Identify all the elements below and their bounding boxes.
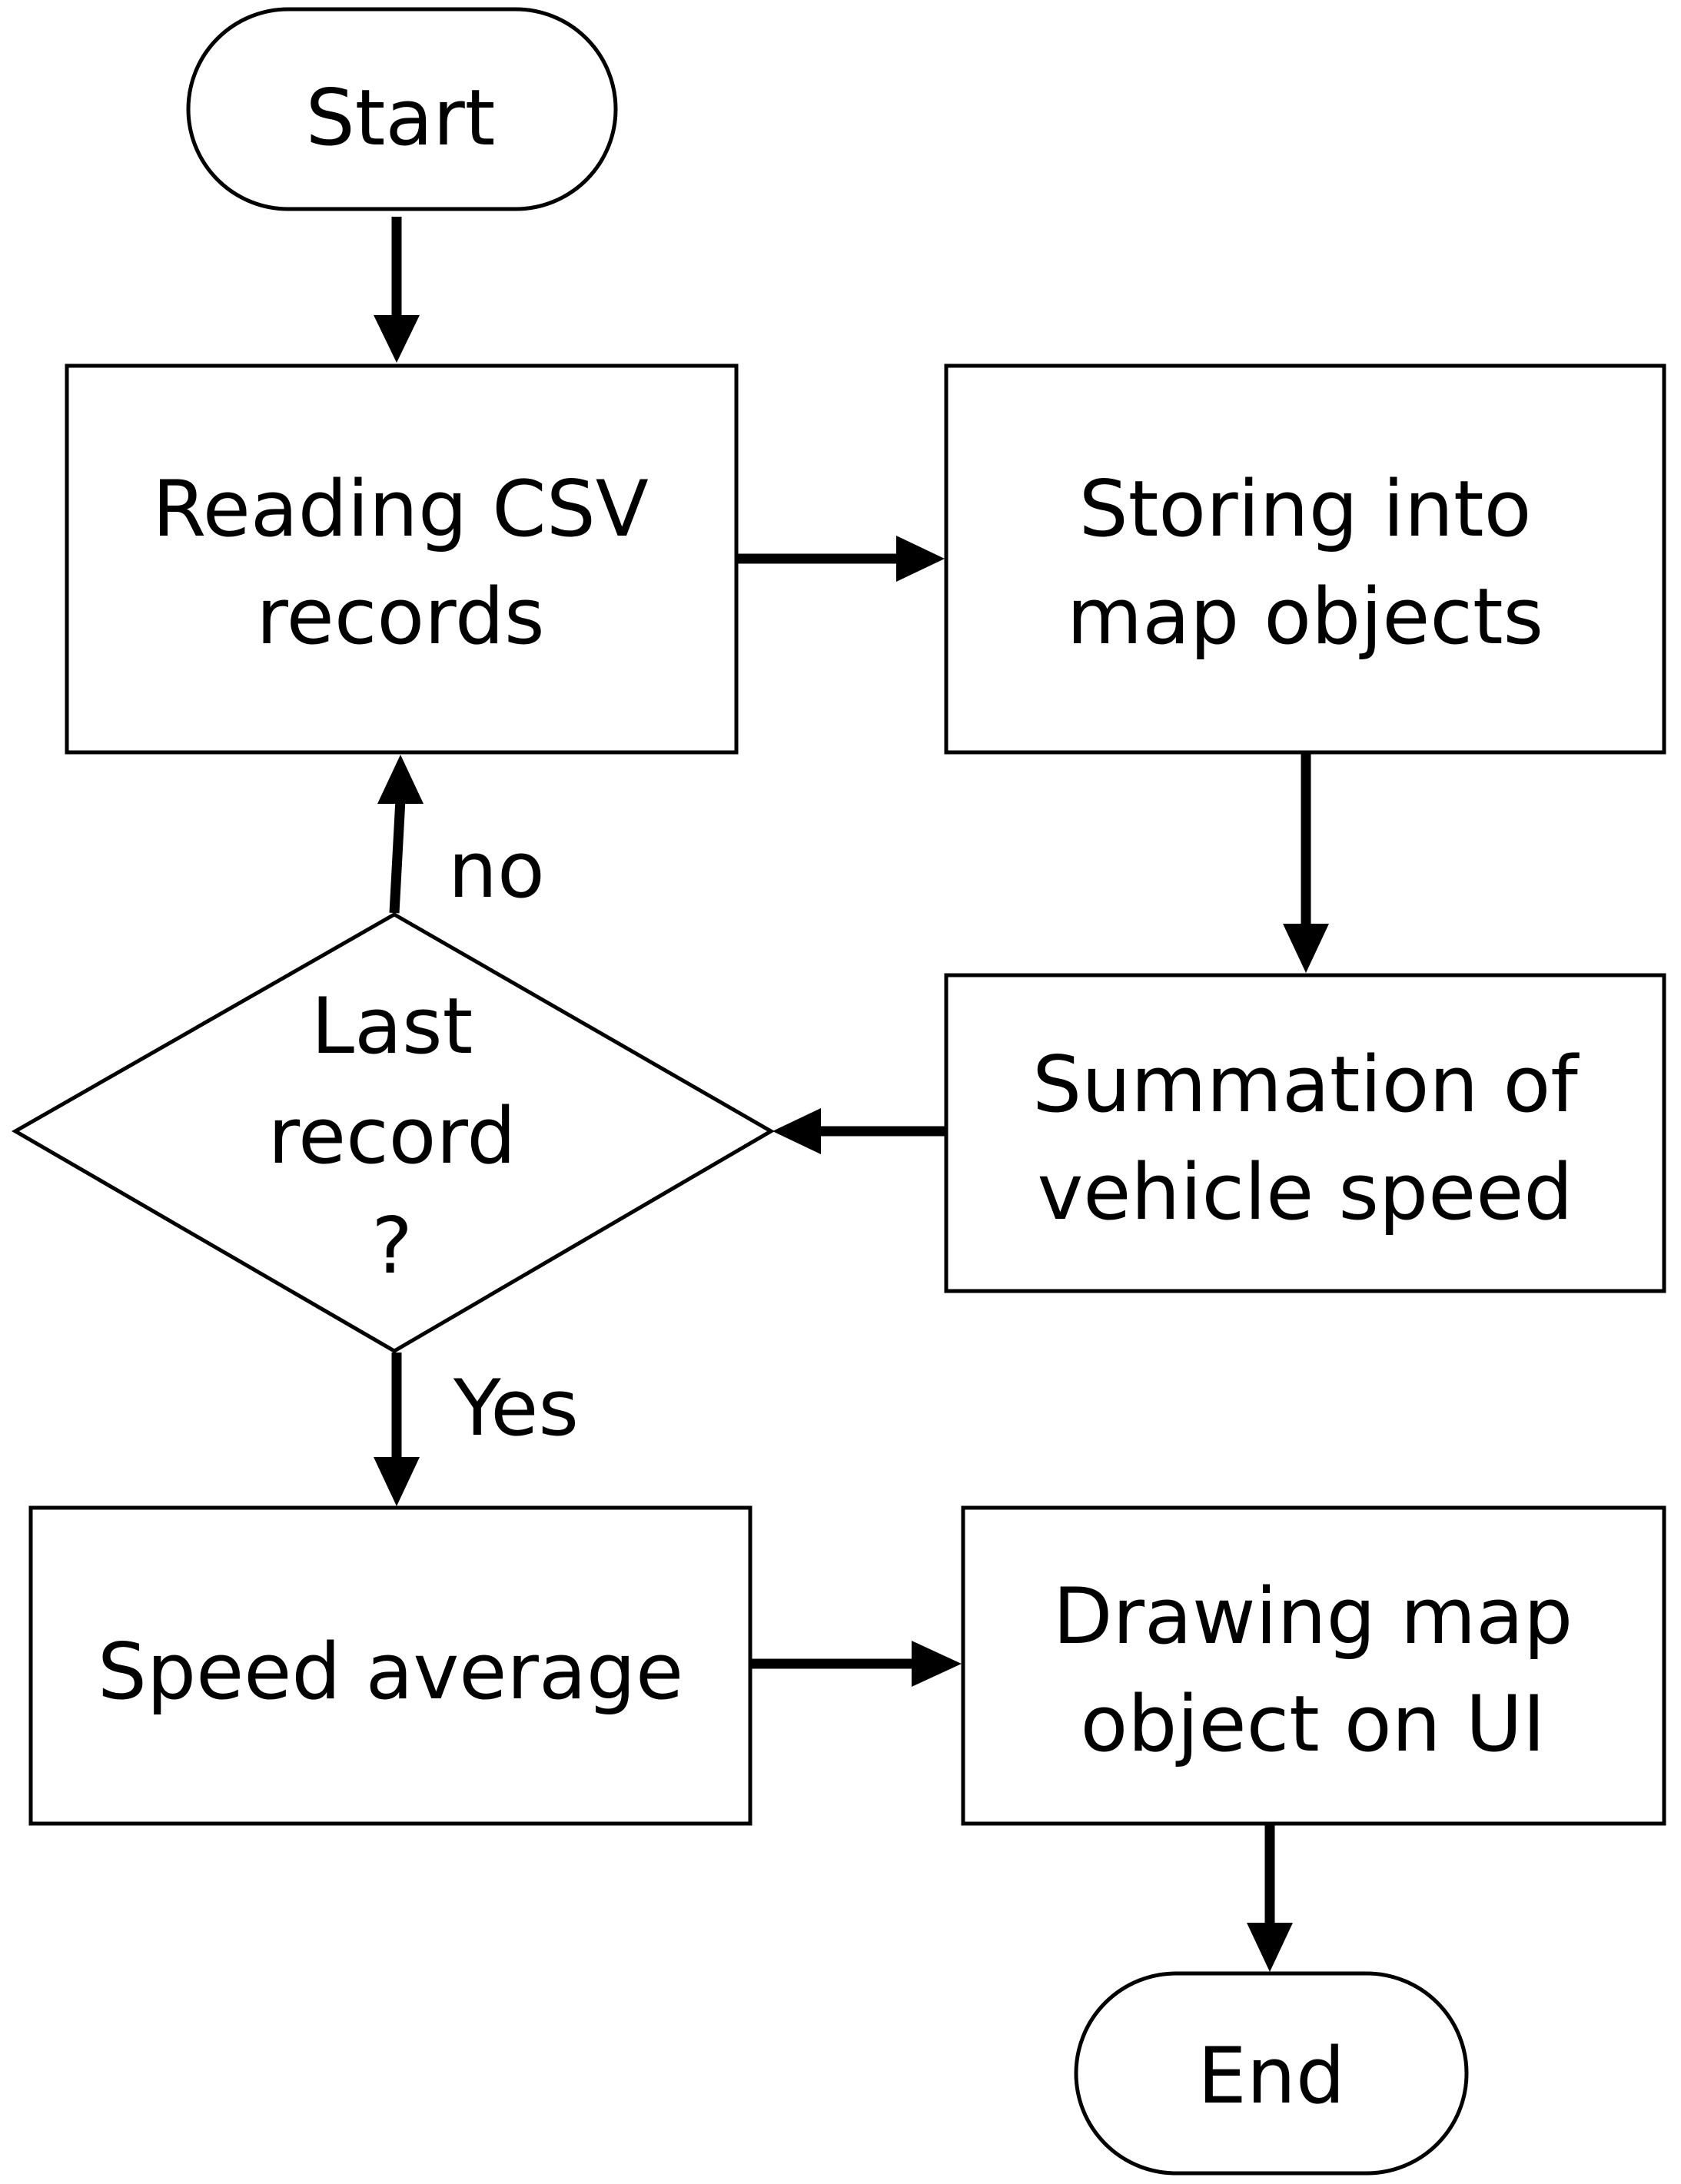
arrow-drawing-to-end [1247,1825,1293,1972]
drawing-map-node: Drawing map object on UI [961,1505,1666,1826]
arrow-start-to-reading [374,217,420,363]
drawing-map-label-line2: object on UI [1081,1678,1546,1769]
storing-map-label-line2: map objects [1067,571,1543,662]
speed-average-node: Speed average [28,1505,752,1826]
arrow-decision-no-to-reading [377,755,424,914]
speed-average-label: Speed average [98,1626,683,1717]
arrow-reading-to-storing [738,536,945,582]
summation-node: Summation of vehicle speed [944,973,1666,1293]
arrow-summation-to-decision [772,1108,945,1154]
drawing-map-label-line1: Drawing map [1053,1571,1573,1661]
edge-label-no: no [448,825,545,915]
reading-csv-label-line1: Reading CSV [152,463,649,554]
start-node: Start [186,7,618,211]
arrowhead-up [377,755,424,804]
arrowhead-down [1247,1923,1293,1972]
last-record-decision: Last record ? [11,912,775,1353]
summation-label-line2: vehicle speed [1038,1147,1573,1237]
arrow-storing-to-summation [1283,754,1329,973]
storing-map-label-line1: Storing into [1079,463,1532,554]
storing-map-node: Storing into map objects [944,363,1666,755]
reading-csv-label-line2: records [256,571,544,662]
arrow-average-to-drawing [752,1641,962,1687]
arrowhead-right [912,1641,962,1687]
arrowhead-down [374,315,420,363]
start-label: Start [306,72,496,163]
last-record-label-line3: ? [371,1200,413,1291]
end-label: End [1198,2030,1345,2121]
last-record-label-line2: record [268,1090,517,1181]
reading-csv-node: Reading CSV records [65,363,739,755]
arrow-decision-yes-to-average [374,1353,420,1506]
end-node: End [1074,1971,1469,2176]
arrowhead-left [772,1108,821,1154]
arrowhead-down [374,1457,420,1506]
arrowhead-right [896,536,945,582]
edge-label-yes: Yes [453,1363,579,1453]
last-record-label-line1: Last [311,981,473,1071]
summation-label-line1: Summation of [1032,1039,1580,1130]
arrowhead-down [1283,924,1329,973]
